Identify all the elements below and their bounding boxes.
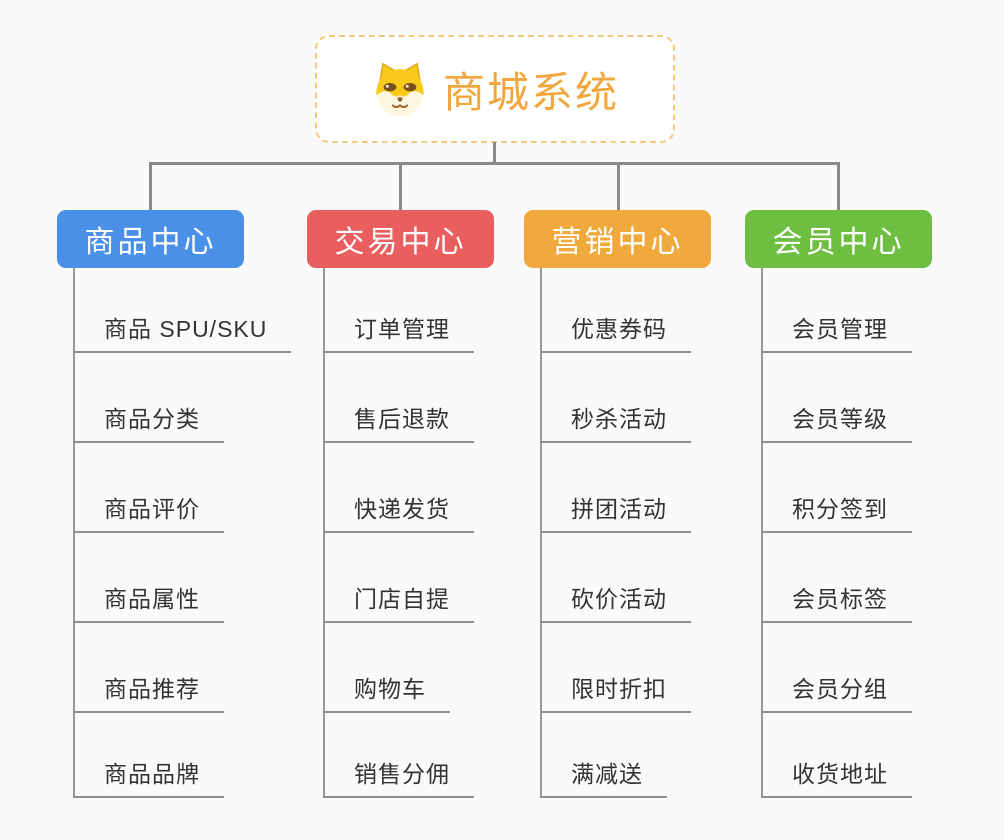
list-item: 积分签到 [761,443,912,533]
list-item: 会员管理 [761,210,912,353]
branch-item-list: 订单管理 售后退款 快递发货 门店自提 购物车 销售分佣 [323,210,474,798]
list-item: 商品属性 [73,533,291,623]
branch-member-center: 会员中心 会员管理 会员等级 积分签到 会员标签 会员分组 收货地址 [745,210,932,798]
subtopic-member-management[interactable]: 会员管理 [761,310,912,353]
connector-root-vertical [493,142,496,164]
list-item: 收货地址 [761,713,912,798]
subtopic-express-delivery[interactable]: 快递发货 [323,490,474,533]
branch-trade-center: 交易中心 订单管理 售后退款 快递发货 门店自提 购物车 销售分佣 [307,210,494,798]
connector-drop-trade [399,162,402,210]
branch-node-product-center[interactable]: 商品中心 [57,210,244,268]
list-item: 订单管理 [323,210,474,353]
subtopic-product-spu-sku[interactable]: 商品 SPU/SKU [73,310,292,353]
root-title: 商城系统 [442,68,619,116]
list-item: 商品评价 [73,443,291,533]
list-item: 限时折扣 [540,623,691,713]
branch-spine [73,268,75,798]
list-item: 拼团活动 [540,443,691,533]
subtopic-limited-time-discount[interactable]: 限时折扣 [540,670,691,713]
list-item: 商品 SPU/SKU [73,210,292,353]
list-item: 快递发货 [323,443,474,533]
list-item: 秒杀活动 [540,353,691,443]
list-item: 商品推荐 [73,623,291,713]
root-node[interactable]: 商城系统 [315,35,675,143]
list-item: 砍价活动 [540,533,691,623]
subtopic-product-category[interactable]: 商品分类 [73,400,224,443]
connector-drop-member [837,162,840,210]
subtopic-product-recommend[interactable]: 商品推荐 [73,670,224,713]
connector-drop-product [149,162,152,210]
shiba-dog-icon [371,60,429,118]
branch-product-center: 商品中心 商品 SPU/SKU 商品分类 商品评价 商品属性 商品推荐 商品品牌 [57,210,292,798]
subtopic-store-pickup[interactable]: 门店自提 [323,580,474,623]
branch-spine [323,268,325,798]
branch-marketing-center: 营销中心 优惠券码 秒杀活动 拼团活动 砍价活动 限时折扣 满减送 [524,210,711,798]
list-item: 门店自提 [323,533,474,623]
subtopic-product-brand[interactable]: 商品品牌 [73,755,224,798]
branch-node-member-center[interactable]: 会员中心 [745,210,932,268]
branch-node-marketing-center[interactable]: 营销中心 [524,210,711,268]
branch-node-trade-center[interactable]: 交易中心 [307,210,494,268]
list-item: 会员标签 [761,533,912,623]
list-item: 会员等级 [761,353,912,443]
subtopic-bargain-activity[interactable]: 砍价活动 [540,580,691,623]
subtopic-member-level[interactable]: 会员等级 [761,400,912,443]
connector-drop-marketing [617,162,620,210]
branch-spine [761,268,763,798]
list-item: 销售分佣 [323,713,474,798]
subtopic-aftersale-refund[interactable]: 售后退款 [323,400,474,443]
list-item: 商品品牌 [73,713,291,798]
subtopic-shipping-address[interactable]: 收货地址 [761,755,912,798]
subtopic-sales-commission[interactable]: 销售分佣 [323,755,474,798]
subtopic-order-management[interactable]: 订单管理 [323,310,474,353]
branch-item-list: 优惠券码 秒杀活动 拼团活动 砍价活动 限时折扣 满减送 [540,210,691,798]
subtopic-group-buy[interactable]: 拼团活动 [540,490,691,533]
subtopic-shopping-cart[interactable]: 购物车 [323,670,450,713]
subtopic-member-group[interactable]: 会员分组 [761,670,912,713]
subtopic-points-checkin[interactable]: 积分签到 [761,490,912,533]
list-item: 会员分组 [761,623,912,713]
subtopic-flash-sale[interactable]: 秒杀活动 [540,400,691,443]
subtopic-full-reduction[interactable]: 满减送 [540,755,667,798]
list-item: 满减送 [540,713,691,798]
connector-horizontal-bus [149,162,840,165]
branch-item-list: 商品 SPU/SKU 商品分类 商品评价 商品属性 商品推荐 商品品牌 [73,210,292,798]
subtopic-product-review[interactable]: 商品评价 [73,490,224,533]
subtopic-product-attribute[interactable]: 商品属性 [73,580,224,623]
branch-spine [540,268,542,798]
branch-item-list: 会员管理 会员等级 积分签到 会员标签 会员分组 收货地址 [761,210,912,798]
subtopic-coupon-code[interactable]: 优惠券码 [540,310,691,353]
list-item: 商品分类 [73,353,291,443]
list-item: 购物车 [323,623,474,713]
list-item: 售后退款 [323,353,474,443]
list-item: 优惠券码 [540,210,691,353]
subtopic-member-tag[interactable]: 会员标签 [761,580,912,623]
